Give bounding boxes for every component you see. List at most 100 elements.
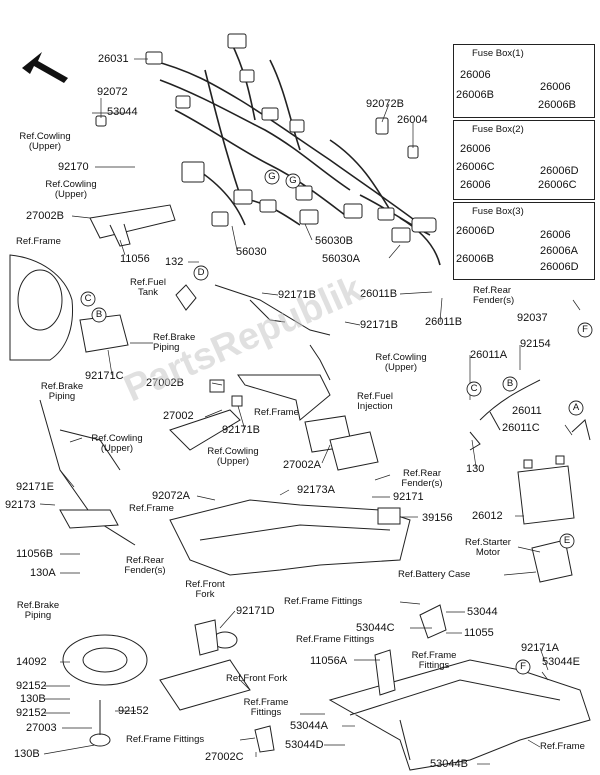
harness-connectors bbox=[95, 33, 437, 243]
part-92152-3: 92152 bbox=[118, 705, 149, 717]
part-92171c: 92171C bbox=[85, 370, 124, 382]
part-27003: 27003 bbox=[26, 722, 57, 734]
fuse-box-1: Fuse Box(1) 26006 26006B 26006 26006B bbox=[453, 44, 595, 118]
part-26011c: 26011C bbox=[502, 422, 540, 434]
fuse-box-3-left-2: 26006B bbox=[456, 253, 494, 265]
part-92173a: 92173A bbox=[297, 484, 335, 496]
ref-frame-4: Ref.Frame bbox=[540, 741, 585, 752]
fuse-box-3-title: Fuse Box(3) bbox=[472, 206, 524, 217]
ref-frame-2: Ref.Frame bbox=[254, 407, 299, 418]
part-11056b: 11056B bbox=[16, 548, 54, 560]
part-92037: 92037 bbox=[517, 312, 548, 324]
part-11055: 11055 bbox=[464, 627, 494, 639]
part-14092: 14092 bbox=[16, 656, 47, 668]
part-26004: 26004 bbox=[397, 114, 428, 126]
fuse-box-3-right-3: 26006D bbox=[540, 261, 579, 273]
part-53044d: 53044D bbox=[285, 739, 324, 751]
fuse-box-1-right-2: 26006B bbox=[538, 99, 576, 111]
battery bbox=[517, 455, 575, 525]
callout-c-right: C bbox=[470, 383, 478, 394]
ref-frame-1: Ref.Frame bbox=[16, 236, 61, 247]
part-27002b-mid: 27002B bbox=[146, 377, 184, 389]
part-92171b-1: 92171B bbox=[278, 289, 316, 301]
part-53044c: 53044C bbox=[356, 622, 395, 634]
ref-frame-fittings-1: Ref.Frame Fittings bbox=[284, 596, 363, 607]
fuse-box-2: Fuse Box(2) 26006 26006C 26006 26006D 26… bbox=[453, 120, 595, 200]
bracket-27002b bbox=[89, 204, 176, 247]
callout-f-lower: F bbox=[520, 661, 526, 672]
callout-c-left: C bbox=[84, 293, 92, 304]
part-92154: 92154 bbox=[520, 338, 551, 350]
part-92171a: 92171A bbox=[521, 642, 559, 654]
fuse-box-2-right-1: 26006D bbox=[540, 165, 579, 177]
steering-assembly bbox=[62, 619, 251, 747]
fuse-box-2-left-3: 26006 bbox=[460, 179, 491, 191]
callout-b-right: B bbox=[506, 378, 514, 389]
ref-front-fork-2: Ref.Front Fork bbox=[226, 673, 288, 684]
part-53044b: 53044B bbox=[430, 758, 468, 770]
part-92170: 92170 bbox=[58, 161, 89, 173]
part-26011: 26011 bbox=[512, 405, 542, 417]
part-92171b-2: 92171B bbox=[360, 319, 398, 331]
callout-a-right: A bbox=[572, 402, 580, 413]
part-132: 132 bbox=[165, 256, 184, 268]
part-27002: 27002 bbox=[163, 410, 194, 422]
callout-f-upper: F bbox=[582, 324, 588, 335]
part-26011b-1: 26011B bbox=[360, 288, 398, 300]
part-92173: 92173 bbox=[5, 499, 36, 511]
leader-lines bbox=[39, 58, 581, 765]
part-130b-2: 130B bbox=[14, 748, 40, 760]
ref-frame-fittings-4: Ref.Frame Fittings bbox=[243, 697, 289, 718]
part-26011a: 26011A bbox=[470, 349, 508, 361]
ref-frame-fittings-5: Ref.Frame Fittings bbox=[126, 734, 205, 745]
part-56030a: 56030A bbox=[322, 253, 360, 265]
fuse-box-1-right-1: 26006 bbox=[540, 81, 571, 93]
front-direction-arrow-icon bbox=[22, 52, 68, 83]
callout-circles bbox=[80, 169, 593, 675]
rear-frame bbox=[254, 604, 591, 771]
part-53044a: 53044A bbox=[290, 720, 328, 732]
ref-rear-fender-3: Ref.Rear Fender(s) bbox=[124, 555, 166, 576]
ecu-modules bbox=[304, 415, 379, 471]
part-92171e: 92171E bbox=[16, 481, 54, 493]
ref-frame-3: Ref.Frame bbox=[129, 503, 174, 514]
ref-front-fork-1: Ref.Front Fork bbox=[185, 579, 225, 600]
center-brackets bbox=[169, 284, 331, 451]
ref-brake-piping-1: Ref.Brake Piping bbox=[153, 332, 196, 353]
part-26031: 26031 bbox=[98, 53, 129, 65]
part-130a: 130A bbox=[30, 567, 56, 579]
part-92152-1: 92152 bbox=[16, 680, 47, 692]
part-11056a: 11056A bbox=[310, 655, 348, 667]
under-tray bbox=[169, 499, 411, 576]
ref-cowling-upper-4: Ref.Cowling (Upper) bbox=[91, 433, 143, 454]
part-56030b: 56030B bbox=[315, 235, 353, 247]
callout-g-right: G bbox=[289, 175, 297, 186]
part-53044: 53044 bbox=[107, 106, 138, 118]
ref-cowling-upper-2: Ref.Cowling (Upper) bbox=[45, 179, 97, 200]
fuse-box-2-left-2: 26006C bbox=[456, 161, 495, 173]
fuse-box-3: Fuse Box(3) 26006D 26006B 26006 26006A 2… bbox=[453, 202, 595, 280]
ref-cowling-upper-1: Ref.Cowling (Upper) bbox=[19, 131, 71, 152]
ref-brake-piping-2: Ref.Brake Piping bbox=[40, 381, 84, 402]
part-11056: 11056 bbox=[120, 253, 150, 265]
fuse-box-3-left-1: 26006D bbox=[456, 225, 495, 237]
ref-starter-motor: Ref.Starter Motor bbox=[465, 537, 511, 558]
part-92171b-3: 92171B bbox=[222, 424, 260, 436]
callout-g-left: G bbox=[268, 171, 276, 182]
part-26012: 26012 bbox=[472, 510, 503, 522]
part-27002c: 27002C bbox=[205, 751, 244, 763]
fuse-box-3-right-1: 26006 bbox=[540, 229, 571, 241]
ref-fuel-tank: Ref.Fuel Tank bbox=[130, 277, 166, 298]
part-130b-1: 130B bbox=[20, 693, 46, 705]
part-26011b-2: 26011B bbox=[425, 316, 463, 328]
part-53044e: 53044E bbox=[542, 656, 580, 668]
fuse-box-1-left-1: 26006 bbox=[460, 69, 491, 81]
callout-d-center: D bbox=[197, 267, 205, 278]
fuse-box-1-left-2: 26006B bbox=[456, 89, 494, 101]
ref-cowling-upper-5: Ref.Cowling (Upper) bbox=[207, 446, 259, 467]
fuse-box-2-right-2: 26006C bbox=[538, 179, 577, 191]
fuse-box-2-left-1: 26006 bbox=[460, 143, 491, 155]
part-92072: 92072 bbox=[97, 86, 128, 98]
ref-rear-fender-1: Ref.Rear Fender(s) bbox=[473, 285, 515, 306]
